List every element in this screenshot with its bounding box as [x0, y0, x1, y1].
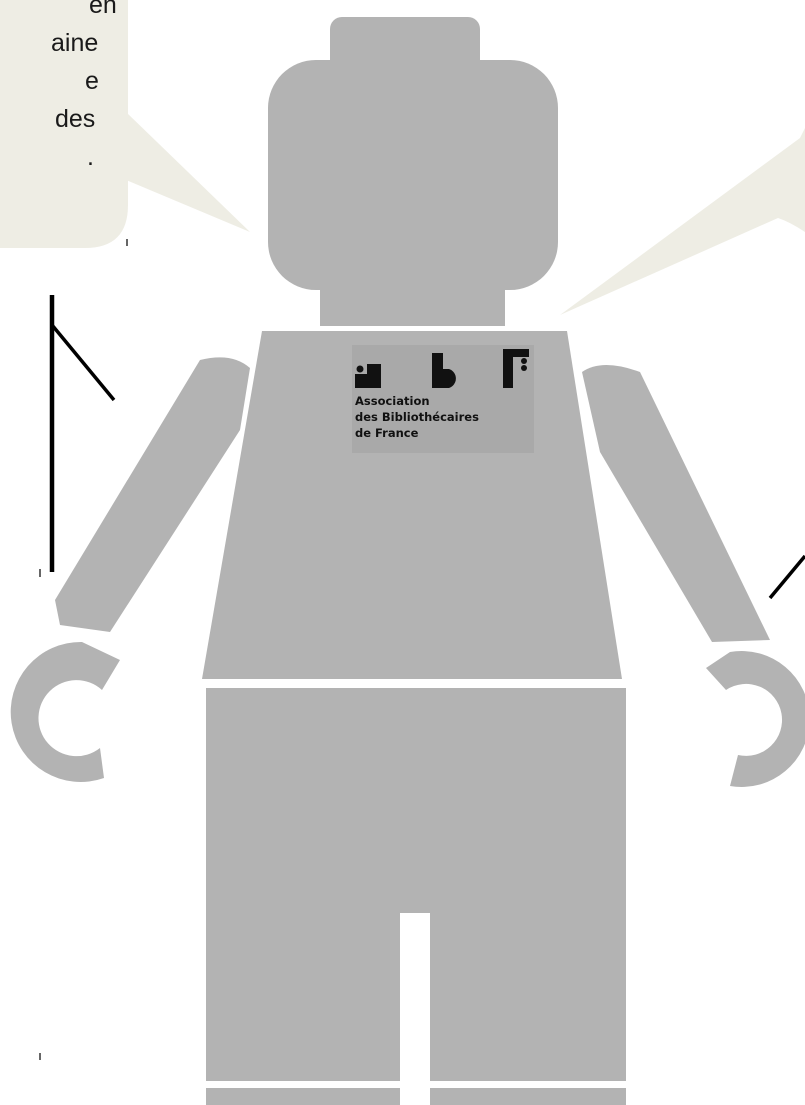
bubble-line: en	[89, 0, 117, 19]
abf-logo-name: Association des Bibliothécaires de Franc…	[355, 393, 479, 441]
logo-name-line: Association	[355, 394, 430, 408]
bubble-line: .	[87, 143, 94, 171]
speech-bubble-right	[560, 128, 805, 315]
speech-bubble-left-text: en aine e des .	[0, 0, 117, 176]
logo-name-line: des Bibliothécaires	[355, 410, 479, 424]
minifigure-head	[268, 17, 558, 326]
bubble-line: aine	[51, 29, 99, 57]
abf-logo: abf Association des Bibliothécaires de F…	[352, 345, 534, 453]
tick-marks	[39, 239, 128, 1060]
abf-logo-mark: abf	[355, 349, 529, 388]
minifigure-right-arm	[582, 365, 805, 787]
connector-lines	[49, 295, 805, 600]
logo-name-line: de France	[355, 426, 419, 440]
minifigure-left-arm	[10, 357, 250, 782]
speech-bubble-left	[0, 0, 250, 248]
bubble-line: des	[55, 105, 96, 133]
bubble-line: e	[85, 67, 99, 95]
minifigure-legs	[206, 688, 626, 1105]
